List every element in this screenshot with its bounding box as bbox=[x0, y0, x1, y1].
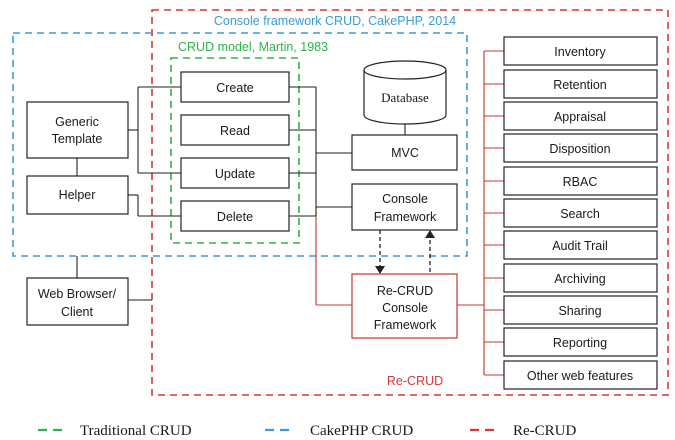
feature-sharing: Sharing bbox=[503, 295, 658, 325]
feature-label: Disposition bbox=[549, 142, 610, 156]
crud-model-region bbox=[170, 57, 300, 244]
feature-archiving: Archiving bbox=[503, 263, 658, 293]
re-crud-region-label: Re-CRUD bbox=[387, 374, 443, 388]
helper-box: Helper bbox=[26, 175, 129, 215]
console-framework-line-1: Console bbox=[382, 192, 428, 206]
feature-label: Archiving bbox=[554, 272, 605, 286]
crud-create-box: Create bbox=[180, 71, 290, 103]
database-cylinder: Database bbox=[363, 60, 447, 125]
feature-search: Search bbox=[503, 198, 658, 228]
feature-list: Inventory Retention Appraisal Dispositio… bbox=[503, 36, 658, 390]
legend-cakephp-crud: CakePHP CRUD bbox=[265, 423, 413, 439]
feature-inventory: Inventory bbox=[503, 36, 658, 66]
feature-label: Reporting bbox=[553, 336, 607, 350]
web-browser-line-2: Client bbox=[61, 305, 93, 319]
feature-label: Sharing bbox=[558, 304, 601, 318]
feature-label: Audit Trail bbox=[552, 239, 608, 253]
console-framework-line-2: Framework bbox=[374, 210, 437, 224]
crud-update-box: Update bbox=[180, 157, 290, 189]
crud-model-region-label: CRUD model, Martin, 1983 bbox=[178, 40, 328, 54]
generic-template-line-2: Template bbox=[52, 132, 103, 146]
cakephp-region bbox=[12, 32, 468, 257]
legend-re-crud: Re-CRUD bbox=[470, 423, 577, 439]
cakephp-region-label: Console framework CRUD, CakePHP, 2014 bbox=[214, 14, 456, 28]
feature-label: Retention bbox=[553, 78, 607, 92]
mvc-label: MVC bbox=[391, 146, 419, 160]
crud-delete-box: Delete bbox=[180, 200, 290, 232]
crud-update-label: Update bbox=[215, 167, 255, 181]
feature-label: Other web features bbox=[527, 369, 633, 383]
legend-label: Re-CRUD bbox=[513, 423, 577, 439]
re-crud-cf-line-1: Re-CRUD bbox=[377, 284, 433, 298]
legend-label: Traditional CRUD bbox=[80, 423, 192, 439]
feature-rbac: RBAC bbox=[503, 166, 658, 196]
re-crud-console-framework-box: Re-CRUD Console Framework bbox=[351, 273, 458, 339]
feature-other-web-features: Other web features bbox=[503, 360, 658, 390]
database-label: Database bbox=[381, 90, 429, 105]
re-crud-cf-line-2: Console bbox=[382, 301, 428, 315]
mvc-box: MVC bbox=[351, 134, 458, 171]
re-crud-connectors bbox=[315, 50, 504, 376]
crud-read-label: Read bbox=[220, 124, 250, 138]
crud-create-label: Create bbox=[216, 81, 254, 95]
legend-label: CakePHP CRUD bbox=[310, 423, 413, 439]
legend-traditional-crud: Traditional CRUD bbox=[38, 423, 192, 439]
feature-audit-trail: Audit Trail bbox=[503, 230, 658, 260]
console-framework-box: Console Framework bbox=[351, 183, 458, 231]
feature-appraisal: Appraisal bbox=[503, 101, 658, 131]
web-browser-line-1: Web Browser/ bbox=[38, 287, 117, 301]
crud-read-box: Read bbox=[180, 114, 290, 146]
helper-label: Helper bbox=[59, 188, 96, 202]
generic-template-line-1: Generic bbox=[55, 115, 99, 129]
generic-template-box: Generic Template bbox=[26, 101, 129, 159]
legend: Traditional CRUD CakePHP CRUD Re-CRUD bbox=[38, 423, 577, 439]
feature-reporting: Reporting bbox=[503, 327, 658, 357]
feature-label: Appraisal bbox=[554, 110, 606, 124]
connectors bbox=[76, 86, 435, 301]
feature-label: RBAC bbox=[563, 175, 598, 189]
feature-retention: Retention bbox=[503, 69, 658, 99]
feature-label: Inventory bbox=[554, 45, 606, 59]
feature-label: Search bbox=[560, 207, 600, 221]
re-crud-cf-line-3: Framework bbox=[374, 318, 437, 332]
feature-disposition: Disposition bbox=[503, 133, 658, 163]
re-crud-region bbox=[151, 9, 669, 396]
crud-delete-label: Delete bbox=[217, 210, 253, 224]
web-browser-box: Web Browser/ Client bbox=[26, 277, 129, 326]
